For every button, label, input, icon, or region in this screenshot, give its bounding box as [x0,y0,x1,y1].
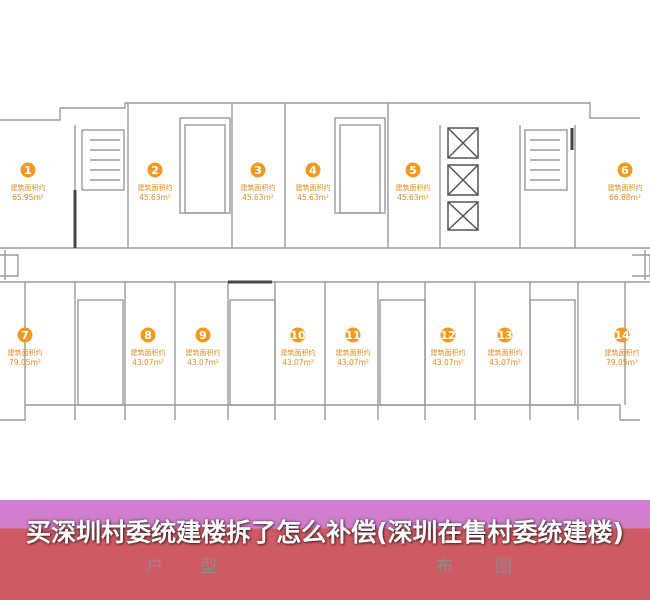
unit-area-value: 43.07m² [337,358,369,367]
unit-area-label: 建筑面积约 [608,183,643,192]
unit-area-label: 建筑面积约 [11,183,46,192]
caption-sub-char: 户 [146,557,163,577]
unit-area-label: 建筑面积约 [296,183,331,192]
unit-number: 10 [290,329,306,342]
unit-area-label: 建筑面积约 [241,183,276,192]
unit-area-label: 建筑面积约 [396,183,431,192]
structural-columns [73,128,574,284]
unit-number-badge [17,327,33,343]
unit-area-label: 建筑面积约 [138,183,173,192]
unit-number-badge [345,327,361,343]
unit-number: 13 [497,329,512,342]
unit-number: 3 [254,164,262,177]
unit-number: 14 [614,329,630,342]
unit-number: 6 [621,164,629,177]
unit-markers: 1建筑面积约65.95m²2建筑面积约45.63m²3建筑面积约45.63m²4… [8,162,643,367]
unit-number-badge [250,162,266,178]
unit-number: 11 [345,329,360,342]
unit-number-badge [405,162,421,178]
unit-number-badge [440,327,456,343]
unit-number-badge [140,327,156,343]
unit-number-badge [617,162,633,178]
unit-area-label: 建筑面积约 [431,348,466,357]
unit-area-label: 建筑面积约 [186,348,221,357]
unit-area-value: 65.95m² [12,193,44,202]
unit-area-label: 建筑面积约 [488,348,523,357]
unit-area-label: 建筑面积约 [8,348,43,357]
unit-area-label: 建筑面积约 [336,348,371,357]
unit-number: 4 [309,164,317,177]
unit-area-value: 45.63m² [242,193,274,202]
unit-area-value: 45.63m² [139,193,171,202]
unit-number: 2 [151,164,159,177]
unit-number: 8 [144,329,152,342]
caption-subtitle: 户 型 布 图 [0,552,650,580]
headline: 买深圳村委统建楼拆了怎么补偿(深圳在售村委统建楼) [26,518,624,547]
unit-number: 1 [24,164,32,177]
unit-number-badge [195,327,211,343]
caption-sub-char: 图 [495,557,512,577]
unit-number: 5 [409,164,417,177]
unit-area-label: 建筑面积约 [131,348,166,357]
unit-area-value: 45.63m² [397,193,429,202]
unit-number-badge [614,327,630,343]
unit-number: 12 [440,329,455,342]
caption-banner [0,500,650,600]
unit-area-value: 79.05m² [9,358,41,367]
caption-sub-char: 布 [436,557,453,577]
unit-area-value: 43.07m² [187,358,219,367]
unit-area-label: 建筑面积约 [281,348,316,357]
unit-area-value: 45.63m² [297,193,329,202]
unit-area-value: 43.07m² [132,358,164,367]
unit-area-value: 43.07m² [282,358,314,367]
unit-number-badge [305,162,321,178]
elevator-shafts [447,127,479,231]
plan-walls [0,102,650,421]
unit-area-value: 43.07m² [489,358,521,367]
unit-number-badge [147,162,163,178]
unit-area-label: 建筑面积约 [605,348,640,357]
unit-number: 9 [199,329,207,342]
floor-plan: 1建筑面积约65.95m²2建筑面积约45.63m²3建筑面积约45.63m²4… [0,102,650,421]
unit-number-badge [290,327,306,343]
unit-number-badge [20,162,36,178]
caption-sub-char: 型 [200,557,217,577]
unit-area-value: 66.88m² [609,193,641,202]
unit-area-value: 43.07m² [432,358,464,367]
unit-number: 7 [21,329,29,342]
unit-number-badge [497,327,513,343]
unit-area-value: 79.05m² [606,358,638,367]
